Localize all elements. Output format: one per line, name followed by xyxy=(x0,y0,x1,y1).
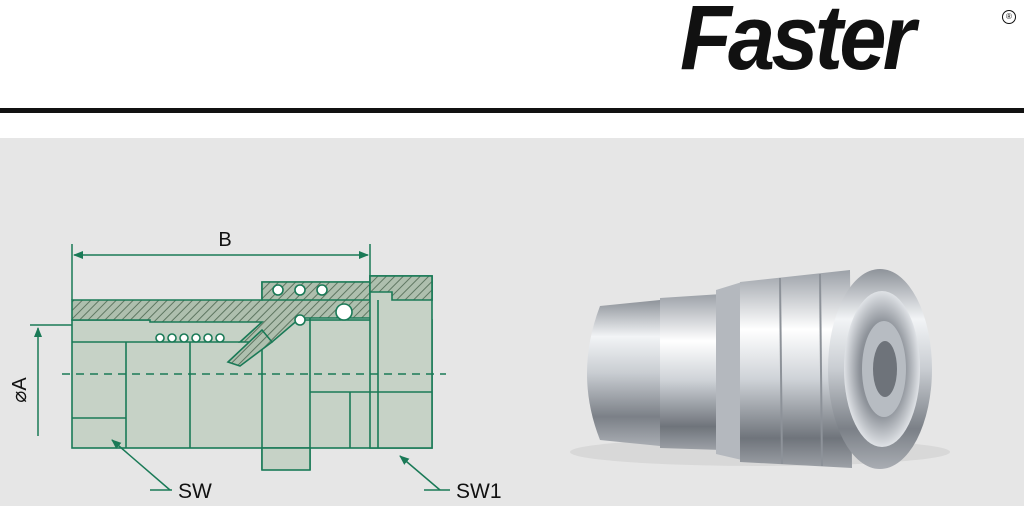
seal-ball xyxy=(294,314,306,326)
dimension-a xyxy=(30,324,72,436)
nut-block xyxy=(369,275,433,449)
locking-ball-2 xyxy=(294,284,306,296)
valve-wedge xyxy=(226,328,274,367)
product-panel: B ⌀A SW SW1 xyxy=(0,138,1024,506)
nut-hatch xyxy=(369,275,433,301)
registered-mark: ® xyxy=(1002,10,1016,24)
panel-canvas: B ⌀A SW SW1 xyxy=(9,229,950,503)
brand-name: Faster xyxy=(680,0,916,89)
locking-ball-1 xyxy=(272,284,284,296)
dimension-a-label: ⌀A xyxy=(9,377,31,403)
main-ball xyxy=(335,303,353,321)
dimension-b-label: B xyxy=(218,229,231,251)
coupling-drawing xyxy=(62,275,446,471)
spring-coils xyxy=(155,333,225,343)
dimension-b xyxy=(71,244,371,300)
sleeve-bottom xyxy=(261,447,311,471)
header-rule xyxy=(0,108,1024,113)
header: Faster ® xyxy=(0,0,1024,110)
callout-sw-label: SW xyxy=(178,480,212,503)
faster-logo: Faster ® xyxy=(680,0,1024,100)
locking-ball-3 xyxy=(316,284,328,296)
callout-sw1-label: SW1 xyxy=(456,480,502,503)
callout-sw-leader xyxy=(111,439,172,491)
coupling-photo xyxy=(570,269,950,469)
callout-sw1-leader xyxy=(399,455,450,491)
